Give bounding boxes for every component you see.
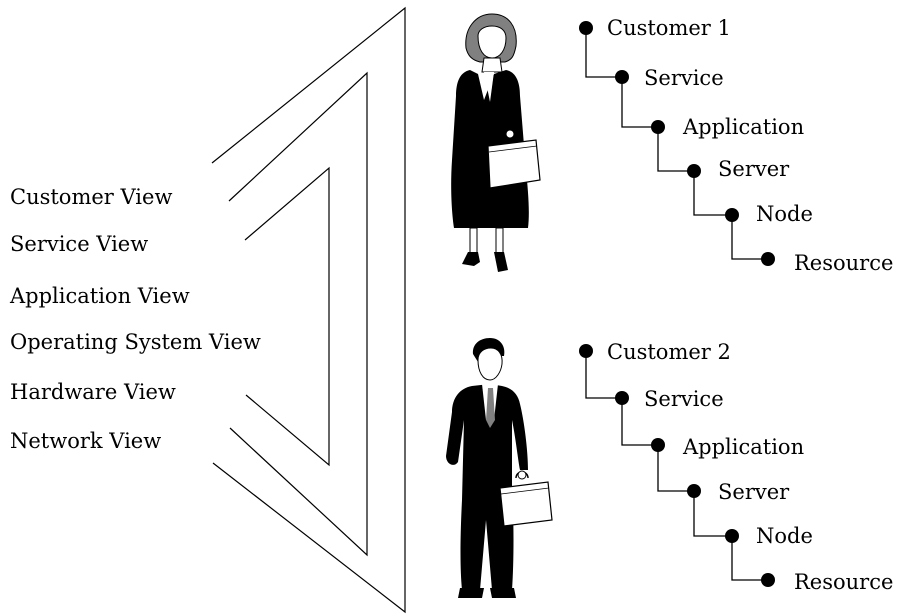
customer-1-tree-bullet [579, 21, 593, 35]
man-tie [486, 388, 495, 428]
woman-shoe-left [462, 252, 480, 266]
customer-1-tree-bullet [651, 120, 665, 134]
customer-1-tree-connector [657, 127, 694, 172]
customer-2-tree-connector [585, 351, 622, 399]
man-hair [472, 338, 505, 362]
view-label-customer: Customer View [10, 185, 173, 209]
customer-2-tree-bullet [725, 529, 739, 543]
customer-2-tree-graphics [579, 344, 775, 587]
woman-briefcase [487, 129, 541, 189]
customer-1-tree-node-server: Server [718, 157, 790, 181]
customer-1-tree-connector [693, 171, 732, 216]
view-label-operating-system: Operating System View [10, 330, 261, 354]
customer-1-tree-connector [621, 77, 658, 128]
customer-2-tree-node-resource: Resource [794, 570, 894, 594]
customer-2-tree-node-application: Application [683, 435, 805, 459]
man-suit [446, 384, 528, 590]
customer-1-tree-bullet [761, 252, 775, 266]
customer-1-tree-graphics [579, 21, 775, 266]
man-face [477, 347, 503, 381]
woman-blouse [484, 72, 494, 102]
view-label-network: Network View [10, 429, 162, 453]
view-wedges [211, 6, 406, 614]
man-figure [446, 338, 553, 598]
customer-2-tree-bullet [579, 344, 593, 358]
customer-2-tree-connector [621, 398, 658, 446]
woman-leg-left [469, 227, 478, 255]
view-label-application: Application View [10, 284, 190, 308]
customer-2-tree-bullet [651, 438, 665, 452]
customer-1-tree-connector [731, 215, 768, 260]
customer-1-tree-bullet [725, 208, 739, 222]
customer-2-tree-node-server: Server [718, 480, 790, 504]
woman-face [477, 25, 507, 59]
customer-1-tree-bullet [687, 164, 701, 178]
customer-1-tree-node-customer: Customer 1 [607, 16, 731, 40]
customer-2-tree-node-node: Node [756, 524, 813, 548]
customer-2-tree-connector [657, 445, 694, 492]
customer-1-tree-bullet [615, 70, 629, 84]
man-shoe-left [458, 588, 484, 598]
woman-hand [505, 129, 515, 139]
customer-2-tree-bullet [687, 484, 701, 498]
customer-1-tree-connector [585, 28, 622, 78]
customer-1-tree-node-node: Node [756, 202, 813, 226]
customer-2-tree-node-service: Service [644, 387, 724, 411]
woman-figure [451, 13, 541, 272]
customer-1-tree-node-application: Application [683, 115, 805, 139]
view-label-hardware: Hardware View [10, 380, 176, 404]
customer-2-tree-connector [693, 491, 732, 537]
man-hand [517, 470, 527, 480]
customer-2-tree-bullet [615, 391, 629, 405]
customer-2-tree-connector [731, 536, 768, 581]
customer-2-tree-node-customer: Customer 2 [607, 340, 731, 364]
woman-leg-right [495, 227, 504, 255]
view-label-service: Service View [10, 232, 149, 256]
customer-2-tree-bullet [761, 573, 775, 587]
woman-shoe-right [494, 252, 508, 272]
wedge-outer [211, 6, 406, 614]
customer-1-tree-node-resource: Resource [794, 251, 894, 275]
woman-collar [481, 57, 503, 73]
man-shoe-right [490, 588, 516, 598]
wedge-middle [228, 71, 368, 557]
customer-1-tree-node-service: Service [644, 66, 724, 90]
wedge-inner [244, 166, 330, 467]
